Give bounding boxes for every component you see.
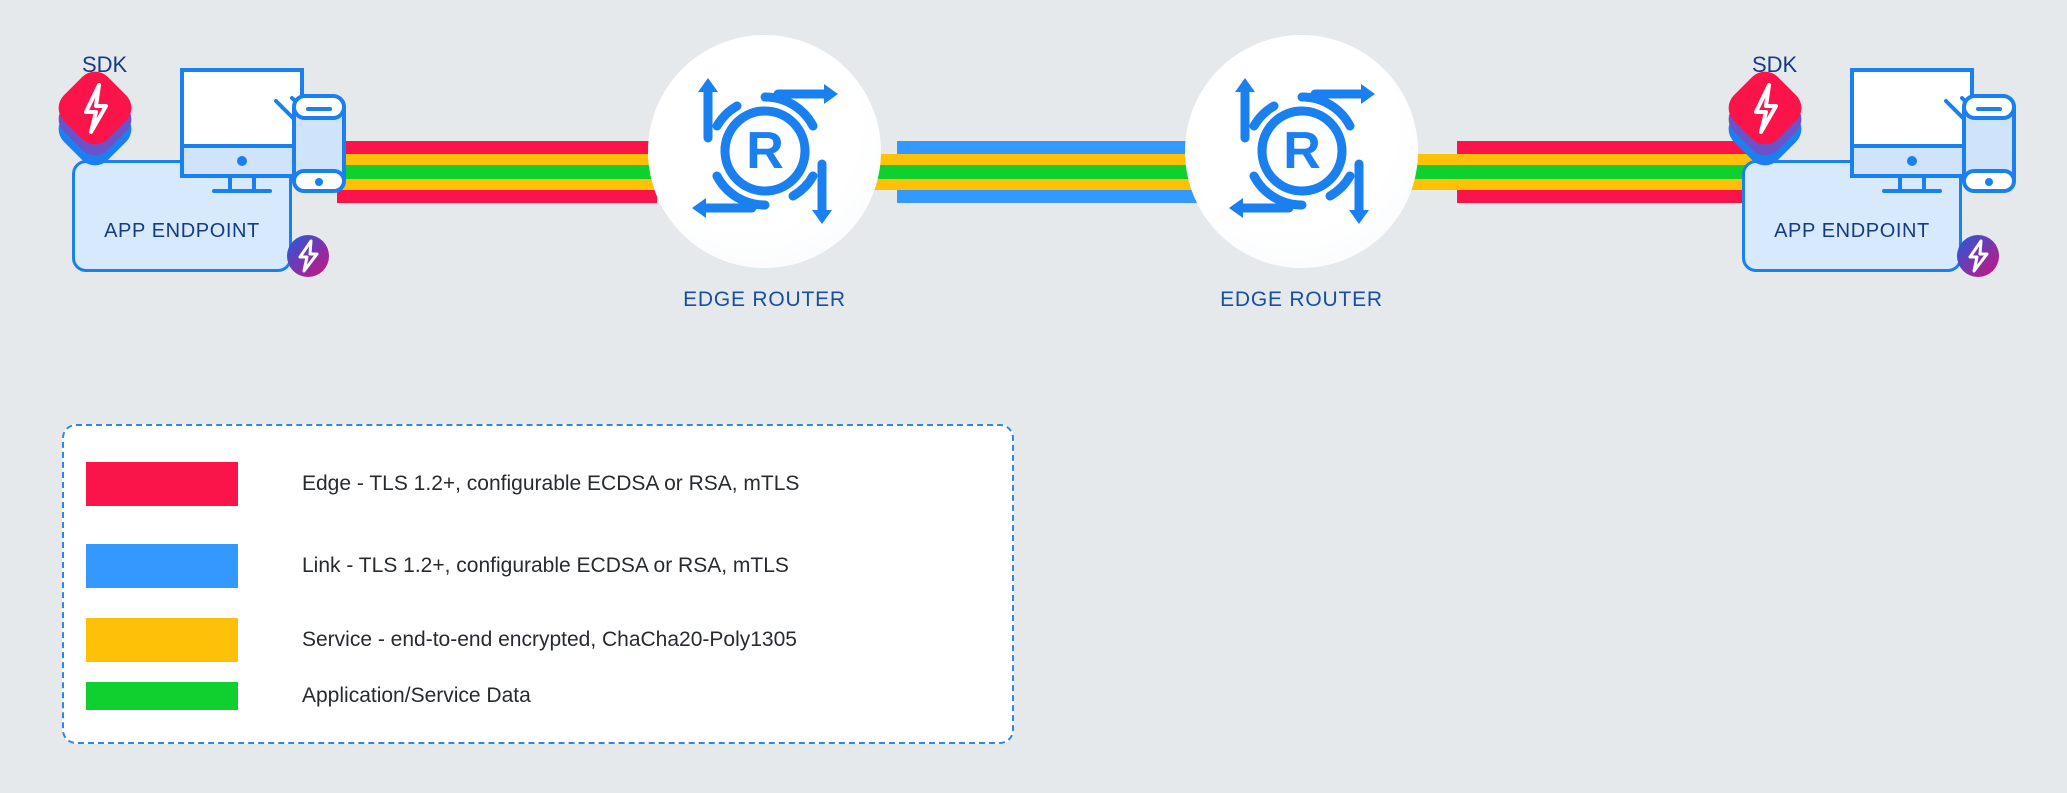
desktop-and-phone-icon-left <box>180 68 346 193</box>
desktop-and-phone-icon-right <box>1850 68 2016 193</box>
stripe-edge-left-top <box>337 141 657 154</box>
stripe-data-right <box>1447 165 1777 179</box>
edge-router-label-left: EDGE ROUTER <box>683 288 846 311</box>
app-endpoint-label-left: APP ENDPOINT <box>104 220 260 242</box>
legend-label-data: Application/Service Data <box>302 684 531 707</box>
ziti-bolt-badge-icon-left[interactable] <box>286 234 330 278</box>
stripe-edge-left-bot <box>337 190 657 203</box>
stripe-service-mid-bot <box>862 179 1252 190</box>
stripe-edge-right-bot <box>1457 190 1777 203</box>
svg-text:R: R <box>1283 122 1321 180</box>
stripe-edge-right-top <box>1457 141 1777 154</box>
stripe-service-left-bot <box>337 179 667 190</box>
stripe-service-mid-top <box>862 154 1252 165</box>
edge-router-circle-left[interactable] <box>648 35 881 268</box>
legend-item-data: Application/Service Data <box>86 682 531 710</box>
sdk-stack-icon-right <box>1728 71 1802 166</box>
legend-swatch-link <box>86 544 238 588</box>
stripe-data-mid <box>862 165 1252 179</box>
edge-router-label-right: EDGE ROUTER <box>1220 288 1383 311</box>
legend-item-edge: Edge - TLS 1.2+, configurable ECDSA or R… <box>86 462 799 506</box>
stripe-service-left-top <box>337 154 667 165</box>
edge-router-icon-left: R <box>692 78 838 224</box>
legend-label-service: Service - end-to-end encrypted, ChaCha20… <box>302 628 797 651</box>
edge-router-icon-right: R <box>1229 78 1375 224</box>
stripe-link-mid-bot <box>897 190 1217 203</box>
sdk-stack-icon-left <box>58 71 132 166</box>
edge-router-circle-right[interactable] <box>1185 35 1418 268</box>
legend-swatch-edge <box>86 462 238 506</box>
legend-label-link: Link - TLS 1.2+, configurable ECDSA or R… <box>302 554 789 577</box>
ziti-bolt-badge-icon-right[interactable] <box>1956 234 2000 278</box>
stripe-link-mid-top <box>897 141 1217 154</box>
stripe-service-right-top <box>1447 154 1777 165</box>
stripe-service-right-bot <box>1447 179 1777 190</box>
legend-label-edge: Edge - TLS 1.2+, configurable ECDSA or R… <box>302 472 800 495</box>
legend-swatch-data <box>86 682 238 710</box>
legend-panel: Edge - TLS 1.2+, configurable ECDSA or R… <box>62 424 1014 744</box>
legend-item-service: Service - end-to-end encrypted, ChaCha20… <box>86 618 797 662</box>
legend-swatch-service <box>86 618 238 662</box>
stripe-data-left <box>337 165 667 179</box>
svg-text:R: R <box>746 122 784 180</box>
legend-item-link: Link - TLS 1.2+, configurable ECDSA or R… <box>86 544 789 588</box>
app-endpoint-label-right: APP ENDPOINT <box>1774 220 1930 242</box>
